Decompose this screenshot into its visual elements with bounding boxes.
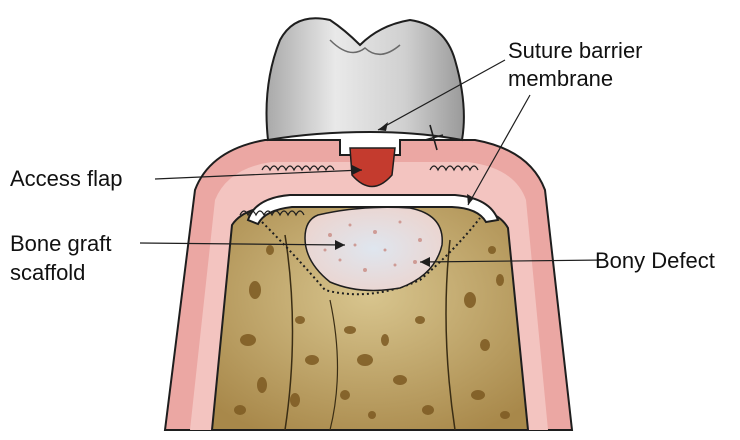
label-bone-graft-line1: Bone graft xyxy=(10,231,112,256)
label-suture-barrier-line2: membrane xyxy=(508,66,613,91)
label-bone-graft-line2: scaffold xyxy=(10,260,85,285)
label-access-flap: Access flap xyxy=(10,166,123,191)
tooth-crown xyxy=(267,18,464,140)
label-bony-defect: Bony Defect xyxy=(595,248,715,273)
label-suture-barrier-line1: Suture barrier xyxy=(508,38,643,63)
